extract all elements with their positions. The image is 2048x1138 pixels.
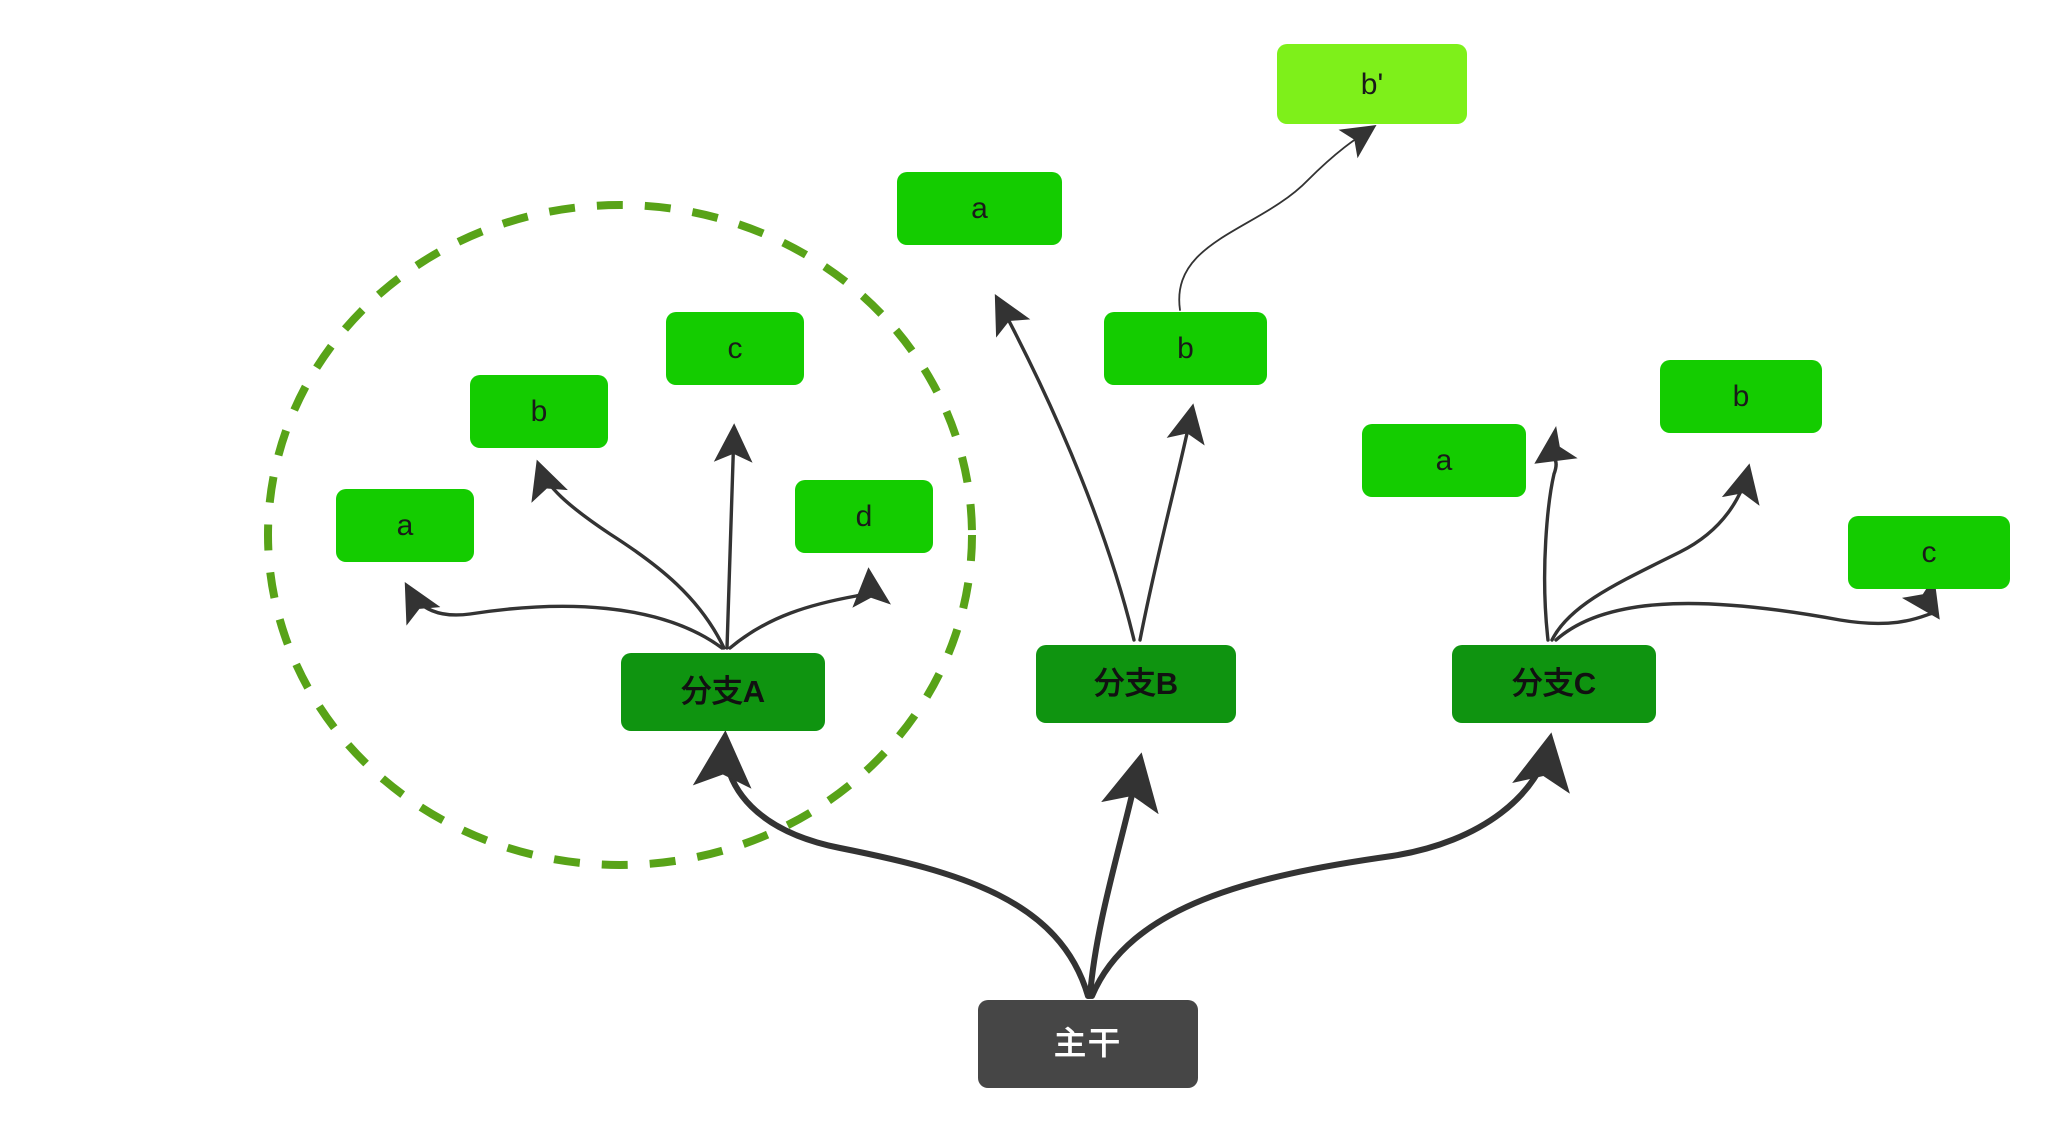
node-branch-b-label: 分支B (1093, 665, 1179, 701)
node-d1-label: d (855, 500, 873, 533)
node-a1[interactable]: a (336, 489, 474, 562)
edge-branchA-to-c1 (713, 423, 753, 650)
node-c1-label: c (727, 332, 743, 365)
node-branch-c[interactable]: 分支C (1452, 645, 1656, 723)
node-d1[interactable]: d (795, 480, 933, 553)
edge-group-root (692, 730, 1570, 999)
node-a3[interactable]: a (1362, 424, 1526, 497)
node-root[interactable]: 主干 (978, 1000, 1198, 1088)
node-b3[interactable]: b (1660, 360, 1822, 433)
edge-group-bprime (1178, 125, 1377, 311)
edge-branchC-to-c3 (1554, 576, 1940, 642)
node-b2[interactable]: b (1104, 312, 1267, 385)
node-b3-label: b (1732, 380, 1750, 413)
edge-branchA-to-d1 (728, 567, 891, 650)
node-b1[interactable]: b (470, 375, 608, 448)
node-c1[interactable]: c (666, 312, 804, 385)
node-branch-a-label: 分支A (680, 673, 766, 709)
edge-branchA-to-b1 (531, 459, 726, 650)
node-branch-c-label: 分支C (1511, 665, 1597, 701)
node-branch-a[interactable]: 分支A (621, 653, 825, 731)
node-a2[interactable]: a (897, 172, 1062, 245)
node-b1-label: b (530, 395, 548, 428)
node-b2-label: b (1177, 332, 1194, 365)
node-c3[interactable]: c (1848, 516, 2010, 589)
node-a1-label: a (396, 509, 414, 542)
node-c3-label: c (1921, 536, 1937, 569)
node-branch-b[interactable]: 分支B (1036, 645, 1236, 723)
node-b-prime[interactable]: b' (1277, 44, 1467, 124)
edge-branchA-to-a1 (404, 582, 724, 650)
edge-root-to-branchC (1089, 732, 1570, 999)
edge-branchC-to-a3 (1534, 425, 1578, 642)
node-a2-label: a (971, 192, 988, 225)
edge-b2-to-bprime (1178, 125, 1377, 311)
node-a3-label: a (1435, 444, 1453, 477)
edge-branchC-to-b3 (1550, 463, 1760, 642)
edge-branchB-to-b2 (1138, 403, 1205, 642)
edge-root-to-branchB (1087, 752, 1159, 999)
node-root-label: 主干 (1053, 1025, 1122, 1062)
edge-root-to-branchA (692, 730, 1091, 999)
node-b-prime-label: b' (1360, 67, 1384, 101)
